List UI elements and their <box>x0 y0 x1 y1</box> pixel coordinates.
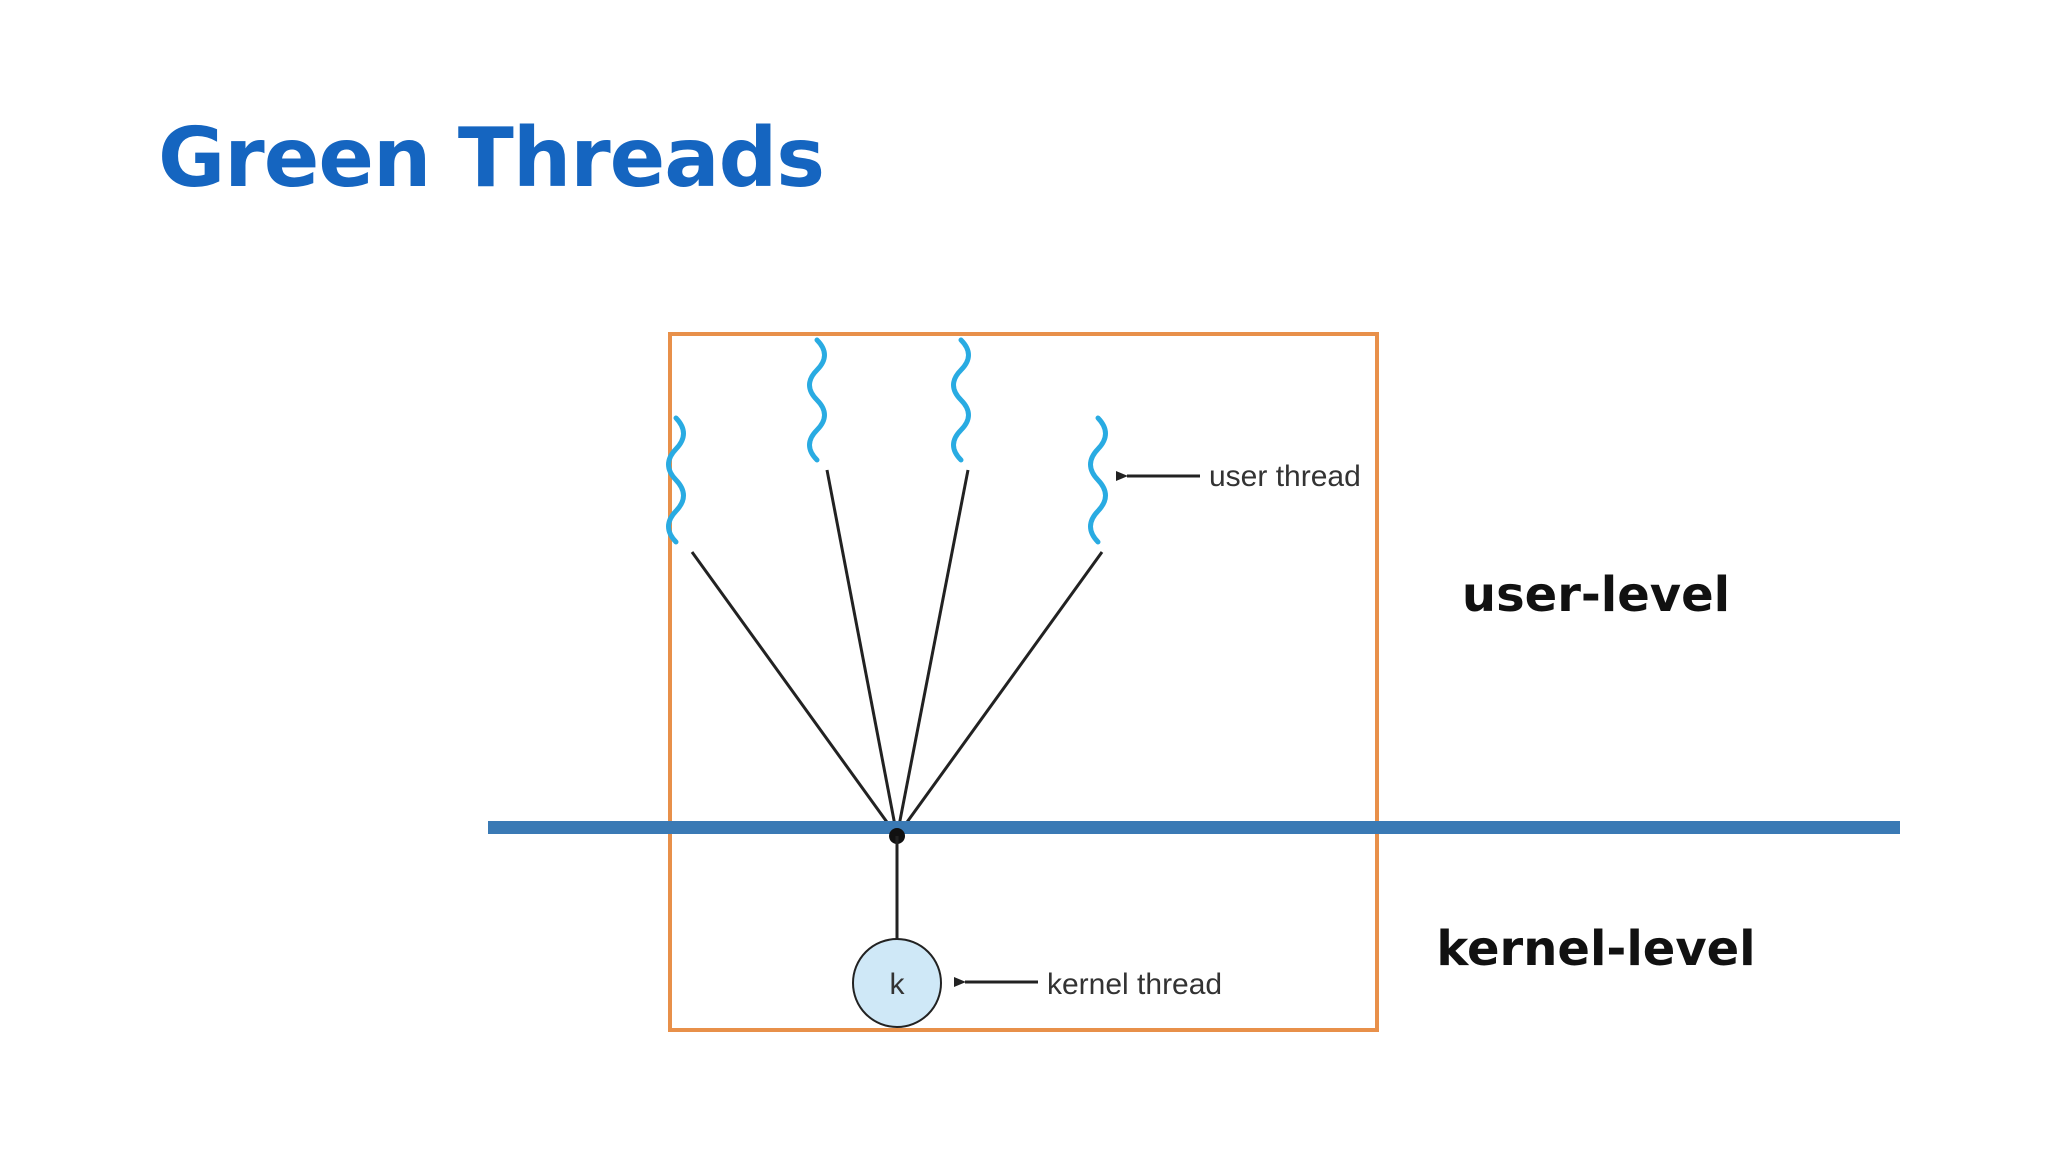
slide-title: Green Threads <box>158 111 825 206</box>
user-thread-wave-2 <box>807 337 827 463</box>
process-box <box>668 332 1379 1032</box>
kernel-level-label: kernel-level <box>1436 921 1755 977</box>
thread-connector-2 <box>825 469 899 837</box>
kernel-thread-node <box>852 938 942 1028</box>
thread-connector-1 <box>690 551 899 837</box>
thread-connector-3 <box>895 469 970 837</box>
thread-connector-4 <box>895 551 1104 837</box>
user-kernel-divider <box>488 821 1900 834</box>
kernel-thread-label: kernel thread <box>1047 968 1222 1001</box>
user-thread-wave-4 <box>1088 415 1108 545</box>
user-level-label: user-level <box>1462 567 1730 623</box>
user-thread-wave-1 <box>666 415 686 545</box>
kernel-node-label: k <box>890 968 906 1001</box>
user-thread-wave-3 <box>951 337 971 463</box>
user-thread-label: user thread <box>1209 460 1361 493</box>
